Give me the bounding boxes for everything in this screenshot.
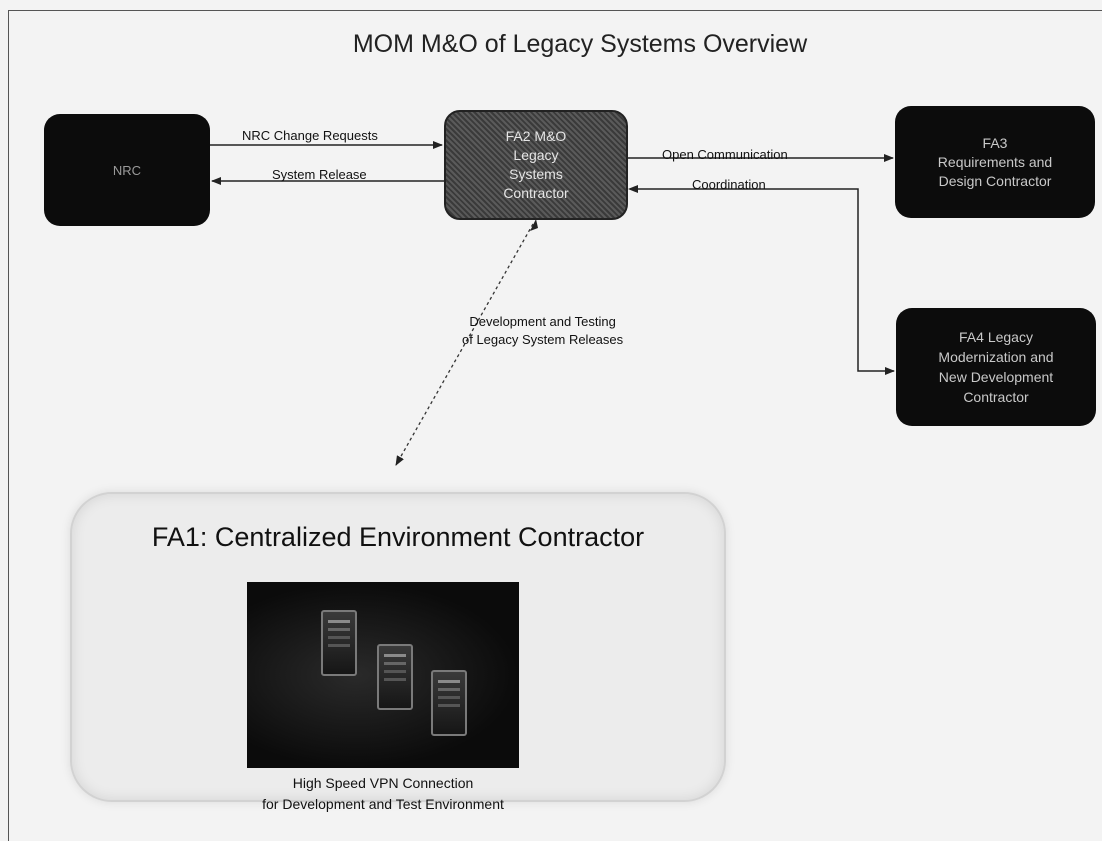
server-rack-image xyxy=(247,582,519,768)
diagram-title: MOM M&O of Legacy Systems Overview xyxy=(352,30,808,58)
fa4-legacy-modernization-contractor-box: FA4 Legacy Modernization and New Develop… xyxy=(896,308,1096,426)
fa1-title: FA1: Centralized Environment Contractor xyxy=(151,522,645,552)
server-icon xyxy=(377,644,413,710)
server-icon xyxy=(321,610,357,676)
fa1-centralized-environment-container: FA1: Centralized Environment Contractor … xyxy=(70,492,726,812)
nrc-box: NRC xyxy=(44,114,210,226)
nrc-change-requests-label: NRC Change Requests xyxy=(242,128,378,143)
open-communication-label: Open Communication xyxy=(662,147,788,162)
server-icon xyxy=(431,670,467,736)
fa2-legacy-systems-contractor-box: FA2 M&O Legacy Systems Contractor xyxy=(444,110,628,220)
fa3-requirements-design-contractor-box: FA3 Requirements and Design Contractor xyxy=(895,106,1095,218)
coordination-label: Coordination xyxy=(692,177,766,192)
page-frame xyxy=(8,10,1102,841)
vpn-connection-caption: High Speed VPN Connection for Developmen… xyxy=(262,775,504,812)
development-testing-label: Development and Testing of Legacy System… xyxy=(462,314,624,347)
system-release-label: System Release xyxy=(272,167,367,182)
